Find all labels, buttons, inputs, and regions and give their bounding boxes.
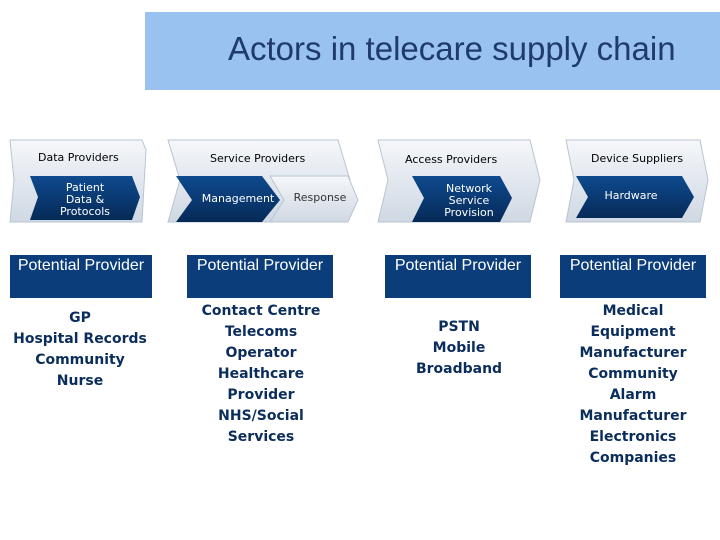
list-item: Community Nurse (35, 352, 125, 389)
chevron-hardware: Hardware (604, 189, 658, 202)
list-item: Broadband (415, 361, 503, 377)
potential-provider-device: Potential Provider (560, 255, 706, 298)
list-item: Electronics Companies (589, 429, 677, 466)
list-item: Medical Equipment Manufacturer (579, 303, 687, 361)
header-device-suppliers: Device Suppliers (591, 152, 684, 165)
list-item: Telecoms Operator (224, 324, 298, 361)
list-item: Healthcare Provider (217, 366, 305, 403)
list-item: Contact Centre (201, 303, 321, 319)
list-item: Mobile (432, 340, 486, 356)
header-service-providers: Service Providers (210, 152, 306, 165)
list-item: GP (69, 310, 91, 326)
chevron-management: Management (201, 192, 275, 205)
header-access-providers: Access Providers (405, 153, 498, 166)
potential-provider-data: Potential Provider (10, 255, 152, 298)
chevron-response: Response (293, 191, 347, 204)
list-data-providers: GP Hospital Records Community Nurse (5, 308, 155, 392)
list-access-providers: PSTN Mobile Broadband (384, 317, 534, 380)
list-device-suppliers: Medical Equipment Manufacturer Community… (558, 301, 708, 469)
chevron-network-service: Network Service Provision (444, 182, 494, 220)
list-item: Community Alarm Manufacturer (579, 366, 687, 424)
list-item: PSTN (438, 319, 480, 335)
chevron-patient-data: Patient Data & Protocols (59, 181, 111, 219)
list-item: NHS/Social Services (218, 408, 304, 445)
title-band (145, 12, 720, 90)
list-service-providers: Contact Centre Telecoms Operator Healthc… (186, 301, 336, 448)
header-data-providers: Data Providers (38, 151, 119, 164)
potential-provider-access: Potential Provider (385, 255, 531, 298)
list-item: Hospital Records (13, 331, 147, 347)
page-title: Actors in telecare supply chain (228, 30, 676, 67)
potential-provider-service: Potential Provider (187, 255, 333, 298)
